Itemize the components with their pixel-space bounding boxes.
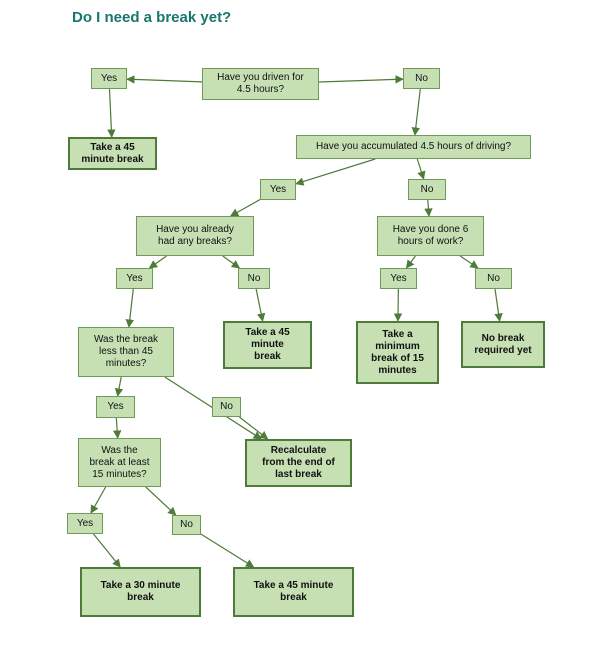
question-done-6-hours-work: Have you done 6 hours of work? [377,216,484,256]
answer-yes-less-than-45: Yes [96,396,135,418]
answer-no-accumulated: No [408,179,446,200]
answer-no-had-breaks: No [238,268,270,289]
connector-q3-to-q3_no [222,255,241,269]
answer-no-6-hours: No [475,268,512,289]
outcome-recalculate-from-last-break: Recalculate from the end of last break [245,439,352,487]
question-break-less-than-45: Was the break less than 45 minutes? [78,327,174,377]
outcome-no-break-required: No break required yet [461,321,545,368]
connector-q3-to-q3_yes [148,255,167,269]
connector-q1-to-q1_no [318,75,404,84]
answer-yes-6-hours: Yes [380,268,417,289]
connector-q4_no-to-o4 [494,288,503,322]
connector-q1_no-to-q2 [411,88,421,136]
connector-q3_yes-to-q5 [125,288,134,328]
outcome-take-45-minute-break-3: Take a 45 minute break [233,567,354,617]
outcome-take-45-minute-break-2: Take a 45 minute break [223,321,312,369]
question-break-at-least-15: Was the break at least 15 minutes? [78,438,161,487]
connector-q2-to-q2_no [416,158,426,180]
answer-yes-driven: Yes [91,68,127,89]
answer-no-at-least-15: No [172,515,201,535]
connector-q6-to-q6_no [145,486,177,516]
connector-q4-to-q4_no [459,255,479,269]
connector-q6_no-to-o7 [200,533,255,568]
question-driven-4-5-hours: Have you driven for 4.5 hours? [202,68,319,100]
question-accumulated-4-5-hours: Have you accumulated 4.5 hours of drivin… [296,135,531,159]
connector-q6-to-q6_yes [90,486,107,514]
connector-q2_no-to-q4 [424,199,433,217]
connector-q2_yes-to-q3 [229,199,261,217]
connector-q6_yes-to-o6 [93,533,121,568]
answer-yes-accumulated: Yes [260,179,296,200]
answer-no-less-than-45: No [212,397,241,417]
connector-q5_no-to-o5 [238,416,269,440]
page-title: Do I need a break yet? [72,9,232,26]
connector-q2-to-q2_yes [295,158,376,186]
connector-q4-to-q4_yes [405,255,416,269]
outcome-take-30-minute-break: Take a 30 minute break [80,567,201,617]
connector-q3_no-to-o2 [255,288,266,322]
outcome-take-45-minute-break: Take a 45 minute break [68,137,157,170]
answer-no-driven: No [403,68,440,89]
answer-yes-at-least-15: Yes [67,513,103,534]
outcome-minimum-15-minute-break: Take a minimum break of 15 minutes [356,321,439,384]
question-already-had-breaks: Have you already had any breaks? [136,216,254,256]
connector-q1-to-q1_yes [126,75,203,84]
connector-q5_yes-to-q6 [113,417,122,439]
answer-yes-had-breaks: Yes [116,268,153,289]
connector-q1_yes-to-o1 [107,88,116,138]
connector-q5-to-q5_yes [114,376,124,397]
